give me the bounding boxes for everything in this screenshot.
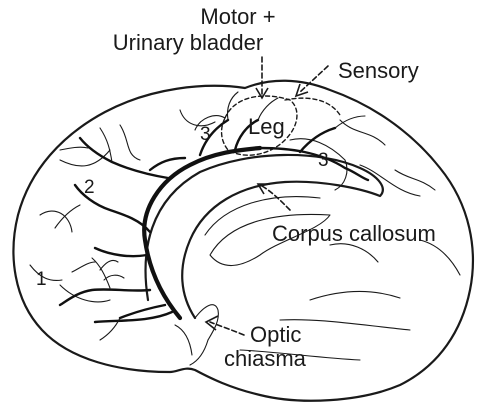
region-2-label: 2 [84,177,95,198]
sensory-label: Sensory [338,58,419,83]
motor-label: Motor + [200,4,275,29]
region-1-label: 1 [36,269,47,290]
leg-label: Leg [248,114,285,139]
urinary-bladder-label: Urinary bladder [113,30,263,55]
anterior-cerebral-artery [144,148,260,318]
chiasma-label: chiasma [224,346,307,371]
region-3-right-label: 3 [318,150,329,171]
region-3-left-label: 3 [200,124,211,145]
corpus-callosum-label: Corpus callosum [272,221,436,246]
optic-label: Optic [250,322,301,347]
